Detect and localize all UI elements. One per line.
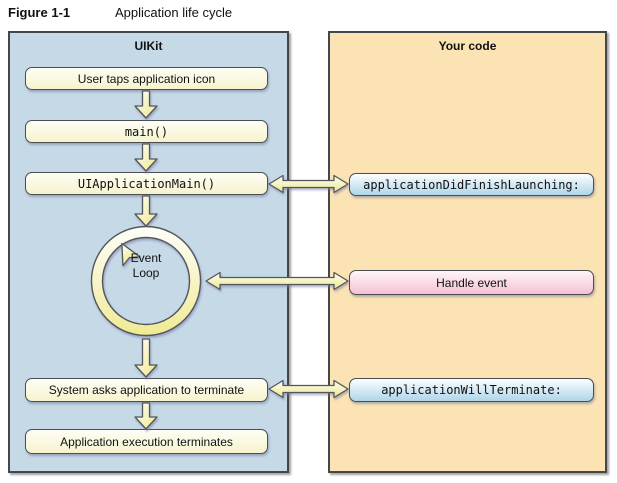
event-loop-label-line1: Event (130, 251, 162, 265)
node-application-execution-terminates: Application execution terminates (25, 429, 268, 454)
figure-caption: Figure 1-1 Application life cycle (8, 5, 232, 21)
down-arrow-icon (134, 90, 158, 119)
node-handle-event: Handle event (349, 270, 594, 295)
figure-title-text: Application life cycle (115, 5, 233, 20)
down-arrow-icon (134, 143, 158, 172)
down-arrow-icon (134, 402, 158, 430)
your-code-panel-title: Your code (438, 39, 497, 53)
figure-label: Figure 1-1 (8, 5, 71, 20)
your-code-panel: Your code (328, 31, 607, 473)
down-arrow-icon (134, 195, 158, 227)
node-system-asks-terminate: System asks application to terminate (25, 378, 268, 402)
event-loop-label: Event Loop (106, 251, 186, 281)
double-arrow-icon (268, 174, 349, 194)
down-arrow-icon (134, 338, 158, 378)
event-loop-circle-icon (90, 225, 202, 337)
event-loop-label-line2: Loop (132, 266, 160, 280)
double-arrow-icon (205, 271, 349, 291)
double-arrow-icon (268, 379, 349, 399)
node-user-taps-application-icon: User taps application icon (25, 67, 268, 90)
node-main: main() (25, 120, 268, 143)
node-applicationdidfinishlaunching: applicationDidFinishLaunching: (349, 173, 594, 196)
uikit-panel-title: UIKit (134, 39, 163, 53)
node-uiapplicationmain: UIApplicationMain() (25, 172, 268, 195)
node-applicationwillterminate: applicationWillTerminate: (349, 378, 594, 402)
